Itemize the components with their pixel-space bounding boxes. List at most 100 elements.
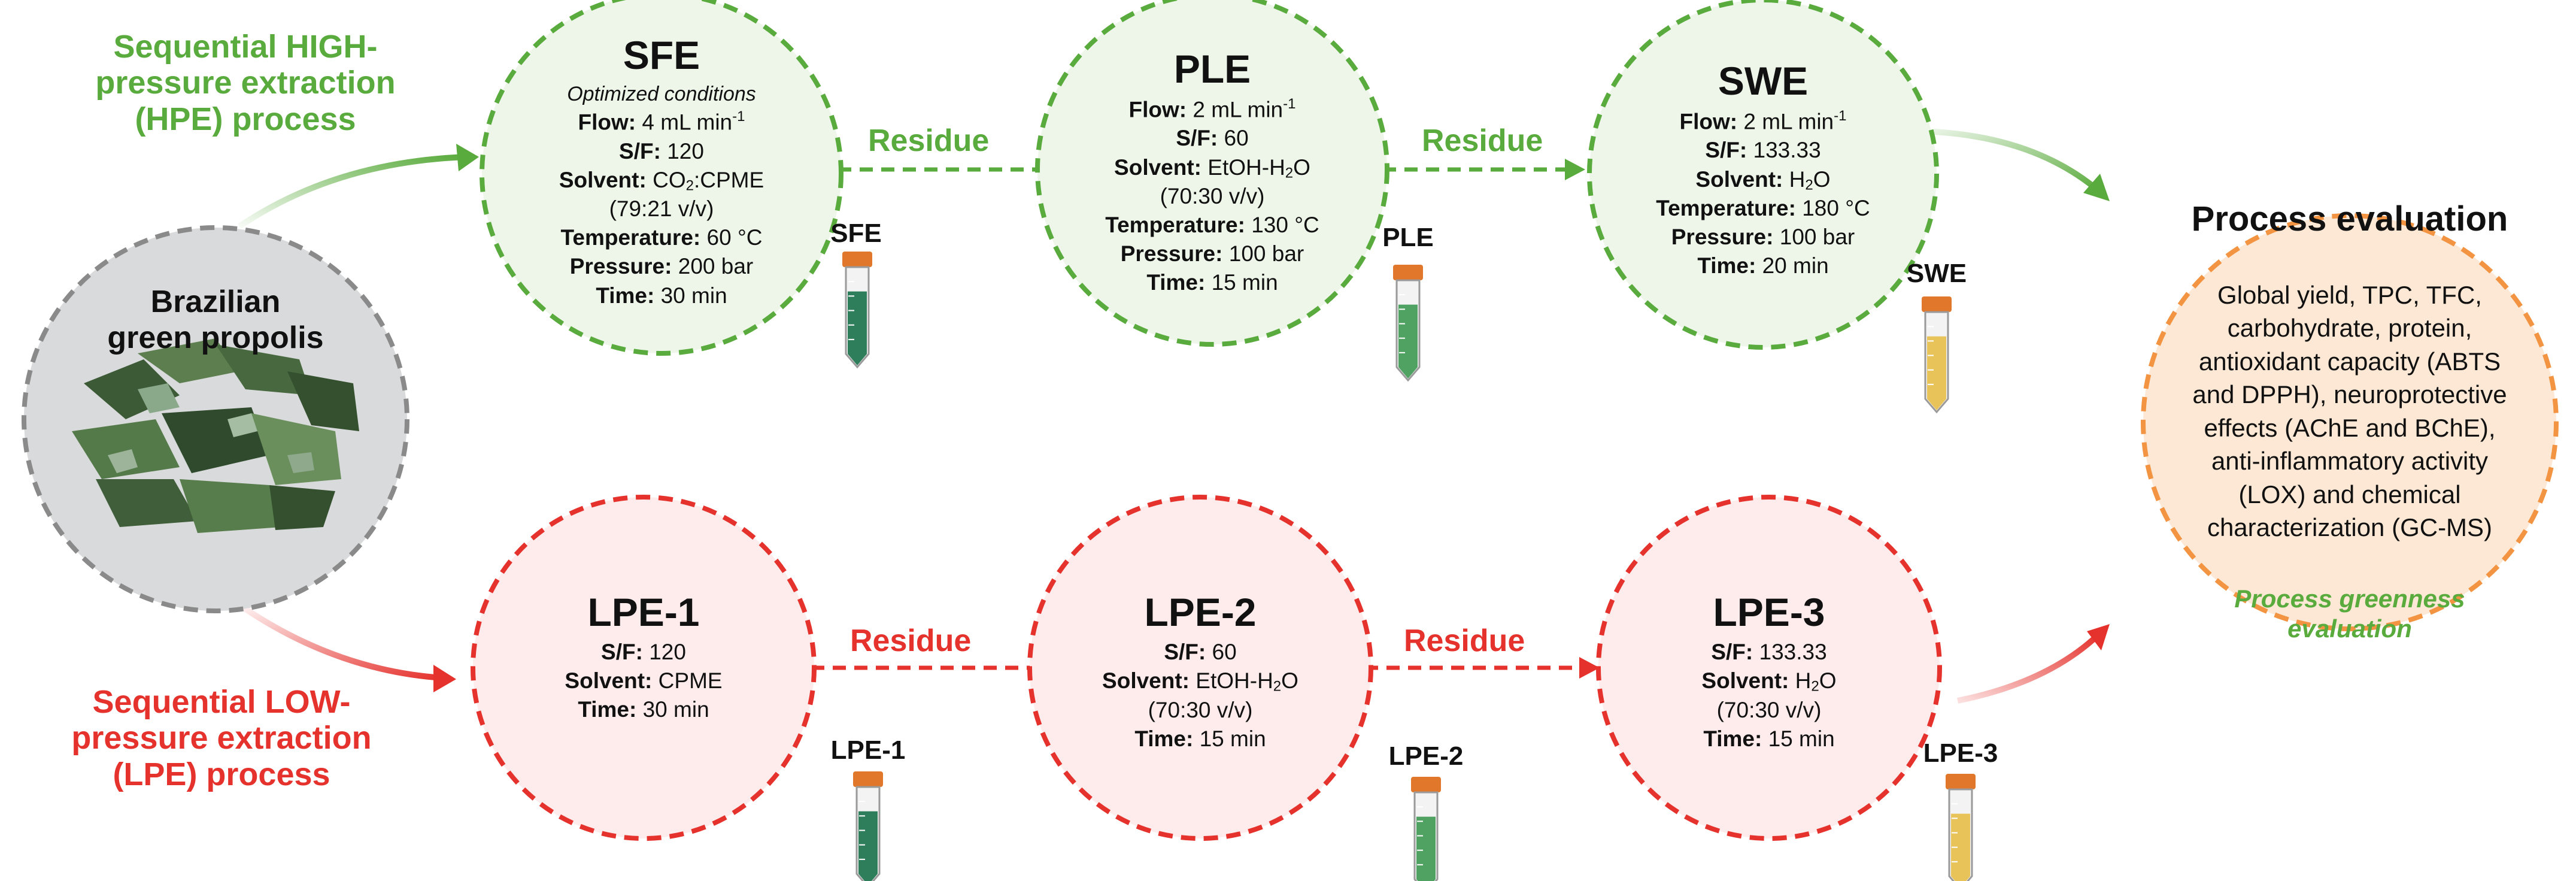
swe-sf: S/F: 133.33	[1613, 136, 1913, 165]
lpe1-sf-key: S/F:	[601, 639, 643, 664]
lpe3-time: Time: 15 min	[1619, 725, 1919, 753]
lpe1-solvent: Solvent: CPME	[494, 667, 793, 695]
lpe2-ratio: (70:30 v/v)	[1148, 697, 1253, 722]
sfe-flow: Flow: 4 mL min-1	[512, 107, 811, 137]
ple-press-key: Pressure:	[1120, 241, 1223, 267]
ple-solvent-b: O	[1293, 155, 1310, 180]
lpe-exit-arrow	[1957, 624, 2110, 704]
tube-lpe3-icon	[1946, 774, 1976, 881]
evaluation-line-4: and DPPH), neuroprotective	[2192, 380, 2507, 409]
ple-temp-key: Temperature:	[1105, 213, 1245, 238]
lpe3-circle	[1596, 495, 1942, 841]
lpe2-circle	[1027, 495, 1373, 841]
hpe-title-line-2: pressure extraction	[95, 65, 396, 101]
ple-time-key: Time:	[1146, 270, 1206, 295]
propolis-label-line-2: green propolis	[107, 320, 324, 355]
lpe2-solvent-key: Solvent:	[1102, 668, 1190, 693]
lpe1-node: LPE-1 S/F: 120 Solvent: CPME Time: 30 mi…	[494, 590, 793, 724]
lpe2-solvent-b: O	[1281, 668, 1298, 693]
swe-sf-val: 133.33	[1753, 138, 1821, 163]
ple-sf-key: S/F:	[1176, 126, 1218, 151]
evaluation-line-8: characterization (GC-MS)	[2207, 513, 2493, 542]
evaluation-title: Process evaluation	[2191, 199, 2508, 238]
lpe3-solvent-key: Solvent:	[1701, 668, 1789, 693]
lpe2-sf-key: S/F:	[1164, 639, 1206, 664]
sfe-title: SFE	[623, 33, 700, 77]
ple-temp: Temperature: 130 °C	[1063, 211, 1362, 240]
ple-solvent-sub: 2	[1285, 164, 1294, 181]
sfe-solvent: Solvent: CO2:CPME	[512, 166, 811, 195]
lpe3-sf: S/F: 133.33	[1619, 638, 1919, 667]
sfe-solvent-b: :CPME	[693, 167, 764, 192]
swe-temp: Temperature: 180 °C	[1613, 194, 1913, 223]
evaluation-line-3: antioxidant capacity (ABTS	[2198, 347, 2501, 376]
ple-sf: S/F: 60	[1063, 124, 1362, 153]
sfe-solvent-a: CO	[653, 167, 686, 192]
swe-solvent: Solvent: H2O	[1613, 165, 1913, 195]
propolis-label-line-1: Brazilian	[150, 284, 281, 319]
ple-ratio: (70:30 v/v)	[1160, 184, 1265, 209]
lpe3-sf-key: S/F:	[1711, 639, 1753, 664]
lpe1-time: Time: 30 min	[494, 695, 793, 724]
residue-label-lpe2-lpe3: Residue	[1398, 623, 1531, 659]
sfe-sf-key: S/F:	[619, 138, 661, 164]
tube-label-ple: PLE	[1382, 223, 1434, 252]
lpe-entry-arrow	[238, 602, 456, 692]
ple-flow-key: Flow:	[1128, 97, 1187, 122]
hpe-entry-arrow	[238, 144, 479, 229]
lpe2-title: LPE-2	[1144, 590, 1257, 634]
lpe1-solvent-key: Solvent:	[565, 668, 653, 693]
sfe-time-val: 30 min	[660, 283, 727, 308]
ple-solvent-key: Solvent:	[1114, 155, 1202, 180]
evaluation-line-6: anti-inflammatory activity	[2211, 447, 2489, 476]
sfe-temp-key: Temperature:	[560, 225, 701, 250]
lpe1-title: LPE-1	[587, 590, 700, 634]
connector-lpe2-lpe3	[1365, 657, 1600, 679]
sfe-subtitle: Optimized conditions	[567, 82, 756, 105]
swe-node: SWE Flow: 2 mL min-1 S/F: 133.33 Solvent…	[1613, 59, 1913, 280]
sfe-sf-val: 120	[667, 138, 704, 164]
sfe-ratio: (79:21 v/v)	[609, 196, 714, 222]
sfe-flow-sup: -1	[732, 108, 745, 125]
swe-time-val: 20 min	[1762, 253, 1829, 278]
swe-flow-sup: -1	[1834, 107, 1847, 124]
hpe-exit-arrow	[1933, 129, 2110, 201]
propolis-label: Brazilian green propolis	[48, 284, 383, 356]
sfe-sf: S/F: 120	[512, 137, 811, 166]
swe-solvent-key: Solvent:	[1695, 166, 1783, 192]
lpe1-time-key: Time:	[578, 697, 637, 722]
sfe-time: Time: 30 min	[512, 281, 811, 310]
lpe3-sf-val: 133.33	[1759, 639, 1827, 664]
sfe-flow-key: Flow:	[578, 110, 636, 135]
ple-solvent-a: EtOH-H	[1207, 155, 1285, 180]
tube-lpe1-icon	[853, 771, 883, 881]
residue-label-ple-swe: Residue	[1416, 123, 1549, 159]
lpe3-ratio: (70:30 v/v)	[1716, 697, 1822, 722]
lpe3-time-val: 15 min	[1768, 726, 1835, 751]
tube-sfe-icon	[842, 252, 872, 369]
hpe-title: Sequential HIGH- pressure extraction (HP…	[90, 29, 401, 137]
lpe2-time: Time: 15 min	[1051, 725, 1350, 753]
lpe3-solvent-b: O	[1819, 668, 1837, 693]
ple-sf-val: 60	[1224, 126, 1249, 151]
lpe1-sf: S/F: 120	[494, 638, 793, 667]
lpe2-solvent-a: EtOH-H	[1196, 668, 1273, 693]
ple-press-val: 100 bar	[1228, 241, 1304, 267]
evaluation-line-1: Global yield, TPC, TFC,	[2217, 281, 2482, 309]
ple-time: Time: 15 min	[1063, 268, 1362, 297]
ple-temp-val: 130 °C	[1251, 213, 1319, 238]
lpe3-solvent: Solvent: H2O	[1619, 667, 1919, 696]
ple-flow: Flow: 2 mL min-1	[1063, 95, 1362, 125]
tube-ple-icon	[1393, 265, 1423, 382]
sfe-temp-val: 60 °C	[706, 225, 763, 250]
swe-title: SWE	[1718, 59, 1809, 103]
ple-title: PLE	[1173, 47, 1251, 91]
tube-label-swe: SWE	[1906, 259, 1967, 288]
sfe-pressure: Pressure: 200 bar	[512, 252, 811, 281]
sfe-solvent-key: Solvent:	[559, 167, 647, 192]
lpe2-solvent-sub: 2	[1273, 678, 1282, 695]
lpe1-sf-val: 120	[649, 639, 686, 664]
tube-label-lpe2: LPE-2	[1388, 741, 1464, 771]
ple-solvent: Solvent: EtOH-H2O	[1063, 153, 1362, 183]
lpe2-node: LPE-2 S/F: 60 Solvent: EtOH-H2O (70:30 v…	[1051, 590, 1350, 753]
